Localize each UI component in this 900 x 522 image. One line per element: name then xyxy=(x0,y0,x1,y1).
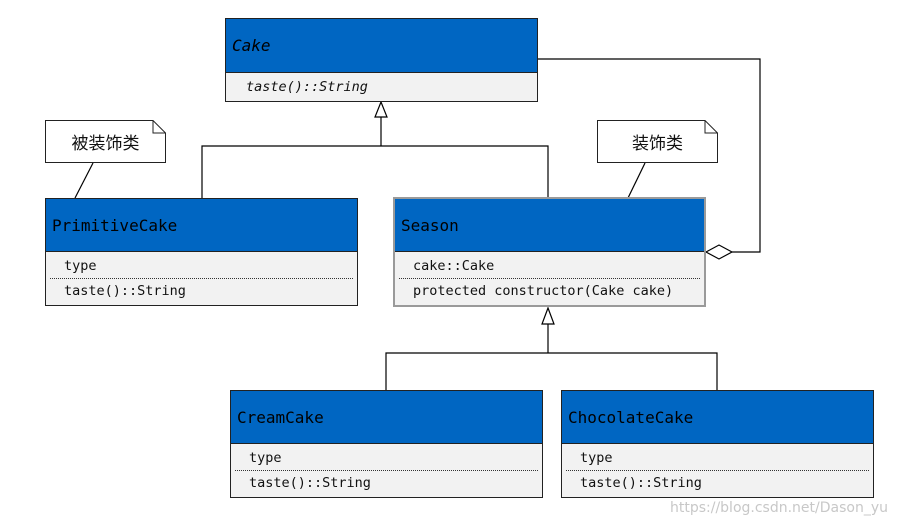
compartment-divider xyxy=(50,278,353,279)
class-cake[interactable]: Cake taste()::String xyxy=(225,18,538,102)
note-decorated[interactable]: 被装饰类 xyxy=(45,120,166,163)
class-method: taste()::String xyxy=(249,475,371,491)
class-primitivecake[interactable]: PrimitiveCake type taste()::String xyxy=(45,198,358,306)
class-name: CreamCake xyxy=(231,391,542,444)
class-method: taste()::String xyxy=(64,283,186,299)
aggregation-line xyxy=(538,58,761,253)
compartment-divider xyxy=(235,470,538,471)
generalization-arrow-cake xyxy=(374,100,388,118)
class-season[interactable]: Season cake::Cake protected constructor(… xyxy=(393,197,706,307)
inheritance-line-season xyxy=(381,145,549,198)
inheritance-line-chocolatecake xyxy=(548,352,718,390)
aggregation-diamond xyxy=(704,244,734,260)
note-text: 装饰类 xyxy=(632,134,683,154)
note-anchor-decorated xyxy=(74,162,94,199)
class-method: taste()::String xyxy=(580,475,702,491)
class-chocolatecake[interactable]: ChocolateCake type taste()::String xyxy=(561,390,874,498)
class-field: type xyxy=(580,450,613,466)
note-decorator[interactable]: 装饰类 xyxy=(597,120,718,163)
generalization-arrow-season xyxy=(541,306,555,325)
compartment-divider xyxy=(566,470,869,471)
class-name: ChocolateCake xyxy=(562,391,873,444)
class-method: taste()::String xyxy=(246,79,368,95)
inheritance-line-primitivecake xyxy=(201,145,381,198)
class-field: cake::Cake xyxy=(413,258,495,274)
note-shape xyxy=(597,120,718,163)
class-method: protected constructor(Cake cake) xyxy=(413,283,674,299)
note-anchor-decorator xyxy=(627,162,646,199)
note-shape xyxy=(45,120,166,163)
watermark: https://blog.csdn.net/Dason_yu xyxy=(669,500,888,516)
inheritance-line-creamcake xyxy=(385,352,548,390)
class-name: Cake xyxy=(226,19,537,73)
class-field: type xyxy=(64,258,97,274)
note-text: 被装饰类 xyxy=(71,134,140,154)
compartment-divider xyxy=(399,278,700,279)
class-name: PrimitiveCake xyxy=(46,199,357,252)
class-creamcake[interactable]: CreamCake type taste()::String xyxy=(230,390,543,498)
class-field: type xyxy=(249,450,282,466)
class-name: Season xyxy=(395,199,704,252)
